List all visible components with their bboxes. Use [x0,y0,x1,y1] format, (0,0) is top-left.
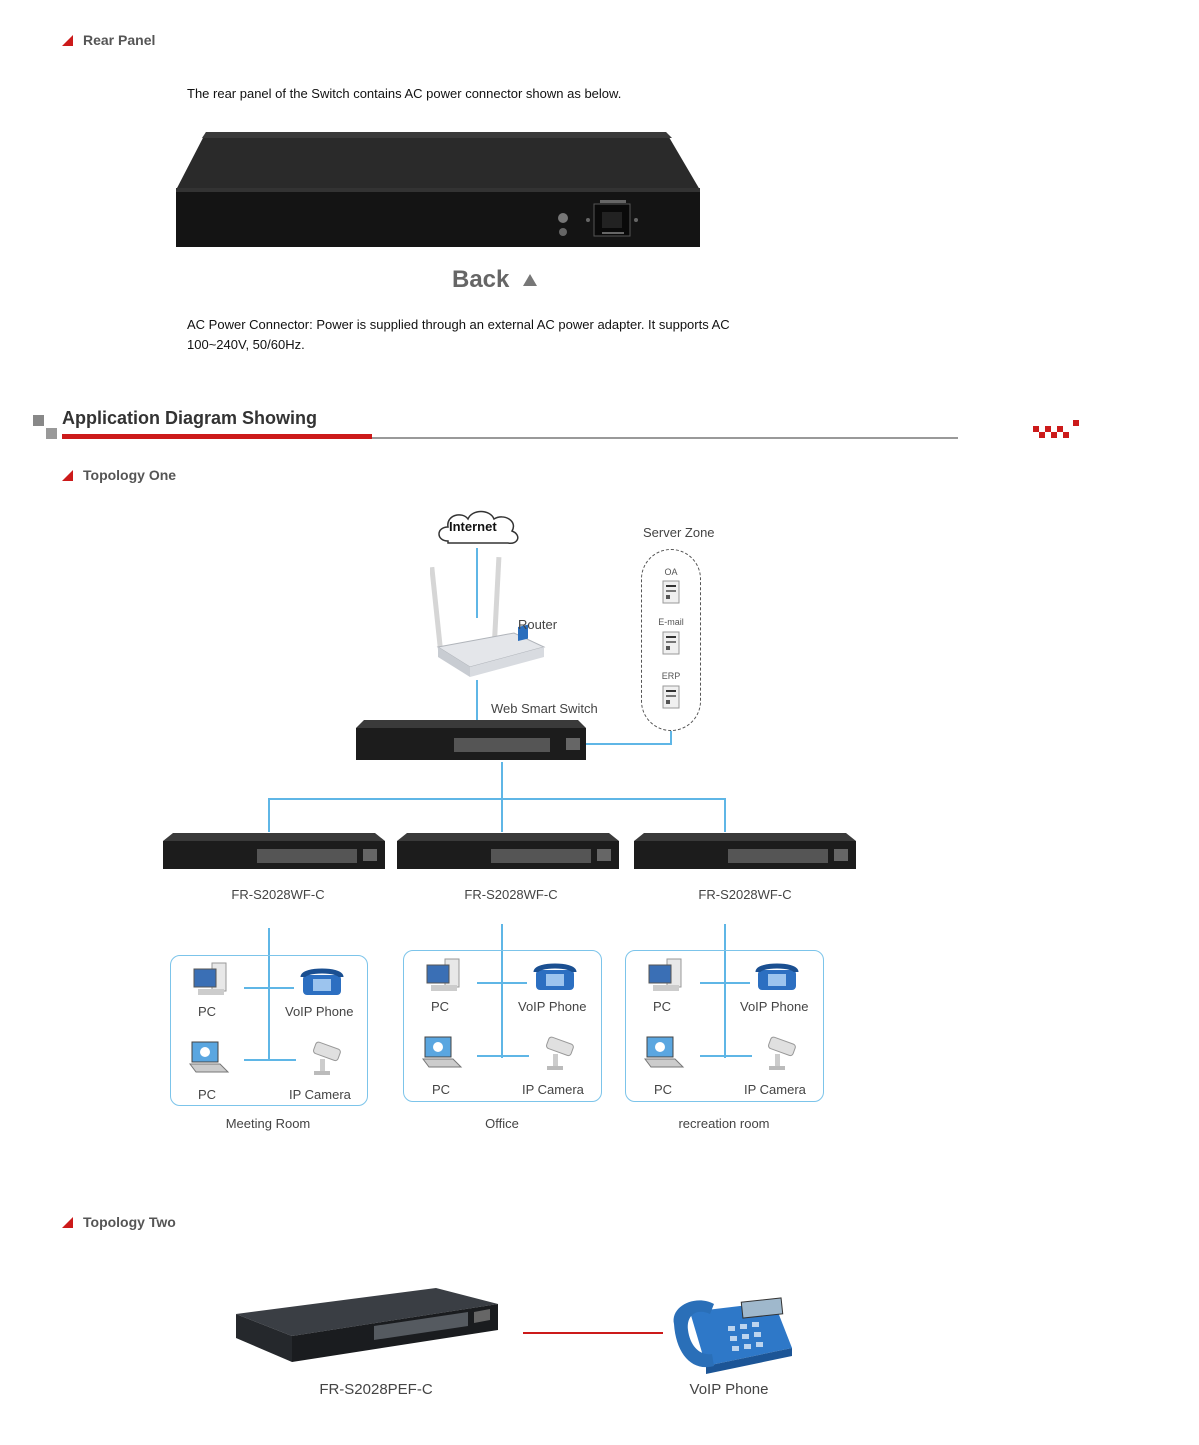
internet-label: Internet [449,519,497,534]
back-caption-text: Back [452,266,510,293]
title-underline-gray [372,437,958,439]
voip-phone-label: VoIP Phone [285,1004,354,1019]
access-switch-icon [397,833,619,869]
pc-laptop-icon [422,1036,463,1068]
voip-phone-icon [300,968,344,995]
internet-cloud-icon [438,510,519,544]
office-zone [403,950,602,1102]
back-caption: Back [452,266,538,294]
wire [501,798,503,832]
rear-panel-intro: The rear panel of the Switch contains AC… [187,86,622,101]
server-icon [662,685,680,709]
topology-one-heading: Topology One [62,467,176,483]
up-arrow-icon [523,274,538,286]
server-zone-outline [641,549,701,731]
meeting-room-zone [170,955,368,1106]
pc-label: PC [431,999,450,1014]
ip-camera-icon [313,1041,341,1075]
rear-panel-heading: Rear Panel [62,32,155,48]
ip-camera-label: IP Camera [744,1082,806,1097]
pc-laptop-icon [189,1041,230,1073]
wire [477,982,527,984]
title-underline-red [62,434,372,439]
pc-label: PC [653,999,672,1014]
pc-desktop-icon [648,958,682,991]
pc-desktop-icon [426,958,460,991]
wire [244,1059,296,1061]
topology-one-heading-text: Topology One [83,467,177,483]
wire [244,987,294,989]
wire [476,548,478,618]
wire [724,798,726,832]
wire [670,731,672,745]
access-switch-icon [163,833,385,869]
access-switch-icon [634,833,856,869]
pc-label: PC [654,1082,673,1097]
pc-label: PC [432,1082,451,1097]
rear-panel-heading-text: Rear Panel [83,32,156,48]
voip-phone-icon [755,963,799,990]
ip-camera-label: IP Camera [522,1082,584,1097]
ip-camera-icon [768,1036,796,1070]
app-diagram-title: Application Diagram Showing [62,408,318,428]
wire [700,1055,752,1057]
poe-link-line [523,1332,663,1334]
ac-connector-text-2: 100~240V, 50/60Hz. [187,337,305,352]
wire [476,680,478,720]
voip-desk-phone-icon [673,1297,792,1374]
pc-label: PC [198,1087,217,1102]
voip-phone-label: VoIP Phone [740,999,809,1014]
pc-label: PC [198,1004,217,1019]
server-zone-title: Server Zone [643,525,715,540]
gray-square-icon [33,415,44,426]
wire [268,798,270,832]
gray-square-small-icon [46,428,57,439]
brand-logo-icon [1033,420,1079,438]
topology-two-heading: Topology Two [62,1214,176,1230]
ip-camera-label: IP Camera [289,1087,351,1102]
wire [700,982,750,984]
wire [477,1055,529,1057]
router-icon [430,556,546,677]
ac-connector-text-1: AC Power Connector: Power is supplied th… [187,317,730,332]
wire [724,924,726,1058]
wire [501,762,503,800]
pc-laptop-icon [644,1036,685,1068]
server-icon [662,580,680,604]
poe-switch-icon [236,1288,498,1362]
voip-phone-label: VoIP Phone [518,999,587,1014]
red-triangle-icon [62,1216,73,1228]
server-icon [662,631,680,655]
wire [268,928,270,1060]
recreation-room-zone [625,950,824,1102]
red-triangle-icon [62,469,73,481]
wire [268,798,726,800]
pc-desktop-icon [193,962,227,995]
ip-camera-icon [546,1036,574,1070]
web-smart-switch-icon [356,720,586,760]
red-triangle-icon [62,34,73,46]
voip-phone-icon [533,963,577,990]
router-label: Router [518,617,558,632]
switch-rear-panel-image [176,132,700,247]
wire [501,924,503,1058]
wire [585,743,672,745]
topology-two-heading-text: Topology Two [83,1214,176,1230]
web-switch-label: Web Smart Switch [491,701,598,716]
